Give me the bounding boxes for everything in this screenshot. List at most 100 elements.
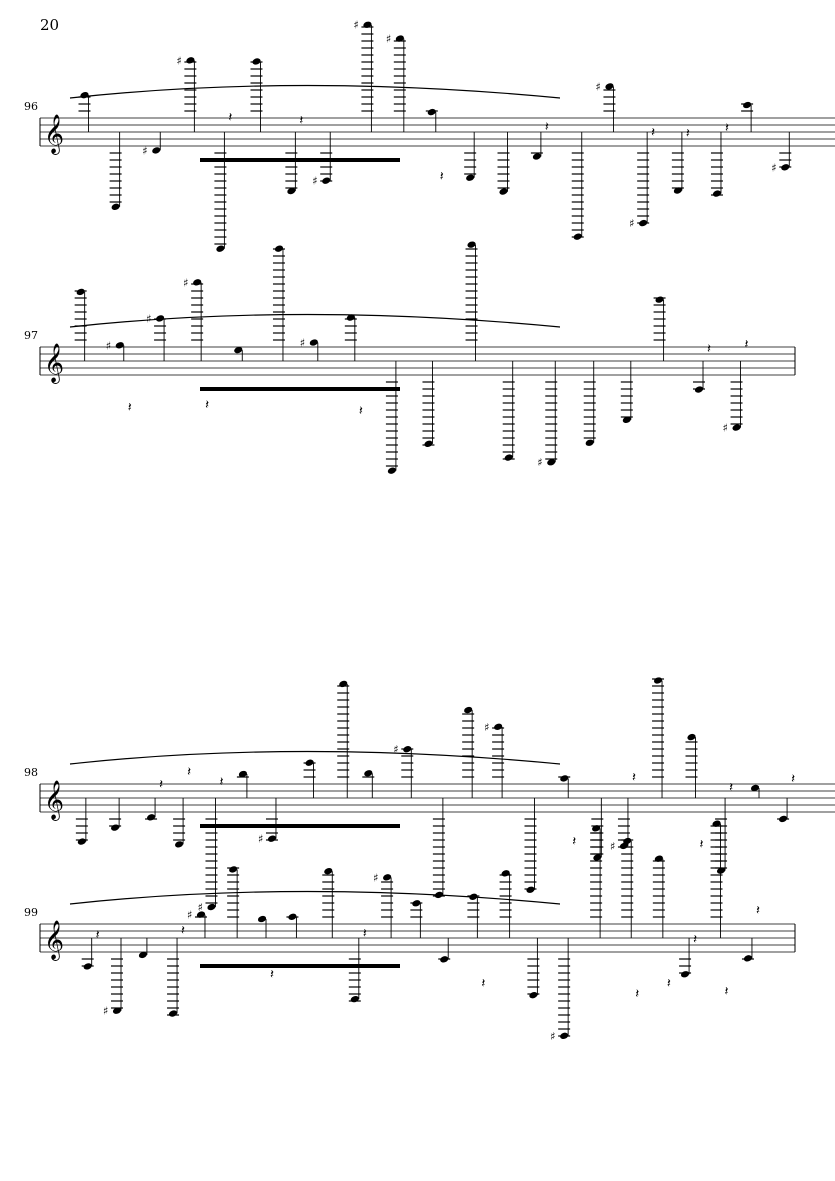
notehead bbox=[112, 1007, 122, 1014]
sharp-icon: ♯ bbox=[300, 337, 305, 350]
notehead bbox=[257, 915, 267, 923]
treble-clef-icon: 𝄞 bbox=[44, 920, 64, 961]
notehead bbox=[238, 770, 247, 778]
notehead bbox=[350, 995, 359, 1003]
notehead bbox=[605, 83, 614, 90]
notehead bbox=[309, 339, 318, 346]
sharp-icon: ♯ bbox=[312, 175, 317, 188]
notehead bbox=[193, 279, 202, 286]
notehead bbox=[115, 342, 124, 349]
rest-icon: 𝄽 bbox=[359, 404, 363, 419]
tie-slur bbox=[69, 313, 561, 328]
notehead bbox=[207, 903, 216, 911]
sharp-icon: ♯ bbox=[187, 909, 192, 922]
notehead bbox=[138, 951, 147, 959]
beam bbox=[200, 964, 400, 968]
notehead bbox=[743, 955, 753, 962]
sharp-icon: ♯ bbox=[183, 276, 188, 289]
notehead bbox=[680, 971, 690, 978]
notehead bbox=[383, 874, 392, 881]
notehead bbox=[687, 733, 696, 741]
sharp-icon: ♯ bbox=[197, 901, 202, 914]
notehead bbox=[387, 467, 396, 474]
beam bbox=[200, 158, 400, 162]
notehead bbox=[424, 440, 433, 447]
notehead bbox=[585, 439, 594, 446]
rest-icon: 𝄽 bbox=[187, 765, 191, 780]
rest-icon: 𝄽 bbox=[635, 987, 639, 1002]
notehead bbox=[466, 174, 475, 181]
rest-icon: 𝄽 bbox=[745, 338, 749, 353]
sharp-icon: ♯ bbox=[176, 54, 181, 67]
sharp-icon: ♯ bbox=[142, 144, 147, 157]
rest-icon: 𝄽 bbox=[729, 781, 733, 796]
notehead bbox=[654, 855, 663, 862]
notehead bbox=[363, 21, 372, 28]
notehead bbox=[622, 416, 631, 424]
rest-icon: 𝄽 bbox=[270, 967, 274, 982]
notehead bbox=[467, 241, 476, 248]
notehead bbox=[216, 245, 225, 252]
sharp-icon: ♯ bbox=[353, 19, 358, 32]
notehead bbox=[560, 775, 569, 782]
rest-icon: 𝄽 bbox=[228, 110, 232, 125]
notehead bbox=[673, 187, 682, 194]
notehead bbox=[592, 825, 601, 832]
notehead bbox=[146, 814, 156, 821]
rest-icon: 𝄽 bbox=[707, 342, 711, 357]
notehead bbox=[593, 854, 602, 861]
notehead bbox=[77, 838, 86, 845]
notehead bbox=[175, 841, 184, 848]
notehead bbox=[152, 147, 161, 154]
sharp-icon: ♯ bbox=[386, 33, 391, 46]
notehead bbox=[364, 770, 373, 777]
rest-icon: 𝄽 bbox=[96, 928, 100, 943]
rest-icon: 𝄽 bbox=[219, 775, 223, 790]
rest-icon: 𝄽 bbox=[440, 169, 444, 184]
rest-icon: 𝄽 bbox=[667, 976, 671, 991]
notehead bbox=[743, 101, 752, 109]
notehead bbox=[532, 153, 541, 160]
rest-icon: 𝄽 bbox=[572, 834, 576, 849]
notehead bbox=[653, 677, 663, 684]
treble-clef-icon: 𝄞 bbox=[44, 780, 64, 821]
notehead bbox=[504, 454, 513, 461]
notehead bbox=[168, 1010, 178, 1017]
rest-icon: 𝄽 bbox=[725, 985, 729, 1000]
notehead bbox=[234, 346, 243, 354]
measure-number-96: 96 bbox=[24, 100, 38, 113]
notehead bbox=[395, 35, 404, 42]
rest-icon: 𝄽 bbox=[632, 770, 636, 785]
notehead bbox=[427, 108, 436, 116]
sharp-icon: ♯ bbox=[484, 721, 489, 734]
sharp-icon: ♯ bbox=[258, 833, 263, 846]
notehead bbox=[287, 187, 296, 195]
beam bbox=[200, 387, 400, 391]
rest-icon: 𝄽 bbox=[299, 113, 303, 128]
sharp-icon: ♯ bbox=[103, 1005, 108, 1018]
notehead bbox=[111, 203, 120, 211]
notehead bbox=[526, 886, 535, 893]
rest-icon: 𝄽 bbox=[725, 121, 729, 136]
notehead bbox=[464, 706, 473, 714]
notehead bbox=[547, 459, 556, 466]
measure-number-99: 99 bbox=[24, 906, 38, 919]
beam bbox=[200, 824, 400, 828]
rest-icon: 𝄽 bbox=[791, 772, 795, 787]
notehead bbox=[712, 190, 722, 197]
measure-number-97: 97 bbox=[24, 329, 38, 342]
rest-icon: 𝄽 bbox=[699, 837, 703, 852]
notehead bbox=[529, 992, 538, 999]
tie-slur bbox=[69, 84, 561, 99]
rest-icon: 𝄽 bbox=[651, 126, 655, 141]
notehead bbox=[186, 57, 195, 64]
rest-icon: 𝄽 bbox=[693, 932, 697, 947]
sharp-icon: ♯ bbox=[723, 422, 728, 435]
notehead bbox=[712, 820, 721, 827]
sharp-icon: ♯ bbox=[373, 871, 378, 884]
notehead bbox=[229, 866, 238, 873]
notehead bbox=[499, 188, 508, 195]
sharp-icon: ♯ bbox=[610, 840, 615, 853]
notehead bbox=[732, 424, 741, 431]
